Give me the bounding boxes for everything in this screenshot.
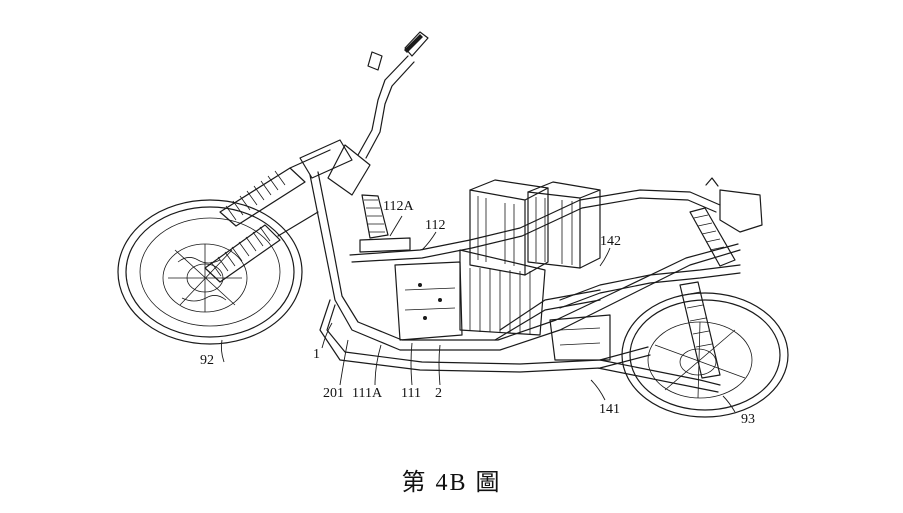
label-1: 1: [313, 347, 320, 362]
rear-suspension: [679, 177, 763, 379]
label-111: 111: [401, 386, 421, 401]
leader-lines: [220, 215, 736, 413]
figure-caption: 第 4B 圖: [401, 470, 502, 496]
rear-wheel: [621, 292, 789, 418]
front-wheel: [117, 199, 303, 345]
swingarm: [549, 314, 721, 393]
label-112: 112: [425, 218, 446, 233]
label-93: 93: [741, 412, 755, 427]
front-fork: [204, 149, 331, 283]
label-201: 201: [323, 386, 344, 401]
label-141: 141: [599, 402, 620, 417]
label-2: 2: [435, 386, 442, 401]
handlebar: [299, 31, 429, 239]
controller-box: [359, 237, 463, 341]
label-111a: 111A: [352, 386, 383, 401]
label-142: 142: [600, 234, 621, 249]
label-112a: 112A: [383, 199, 414, 214]
label-92: 92: [200, 353, 214, 368]
battery-pack: [459, 179, 601, 336]
